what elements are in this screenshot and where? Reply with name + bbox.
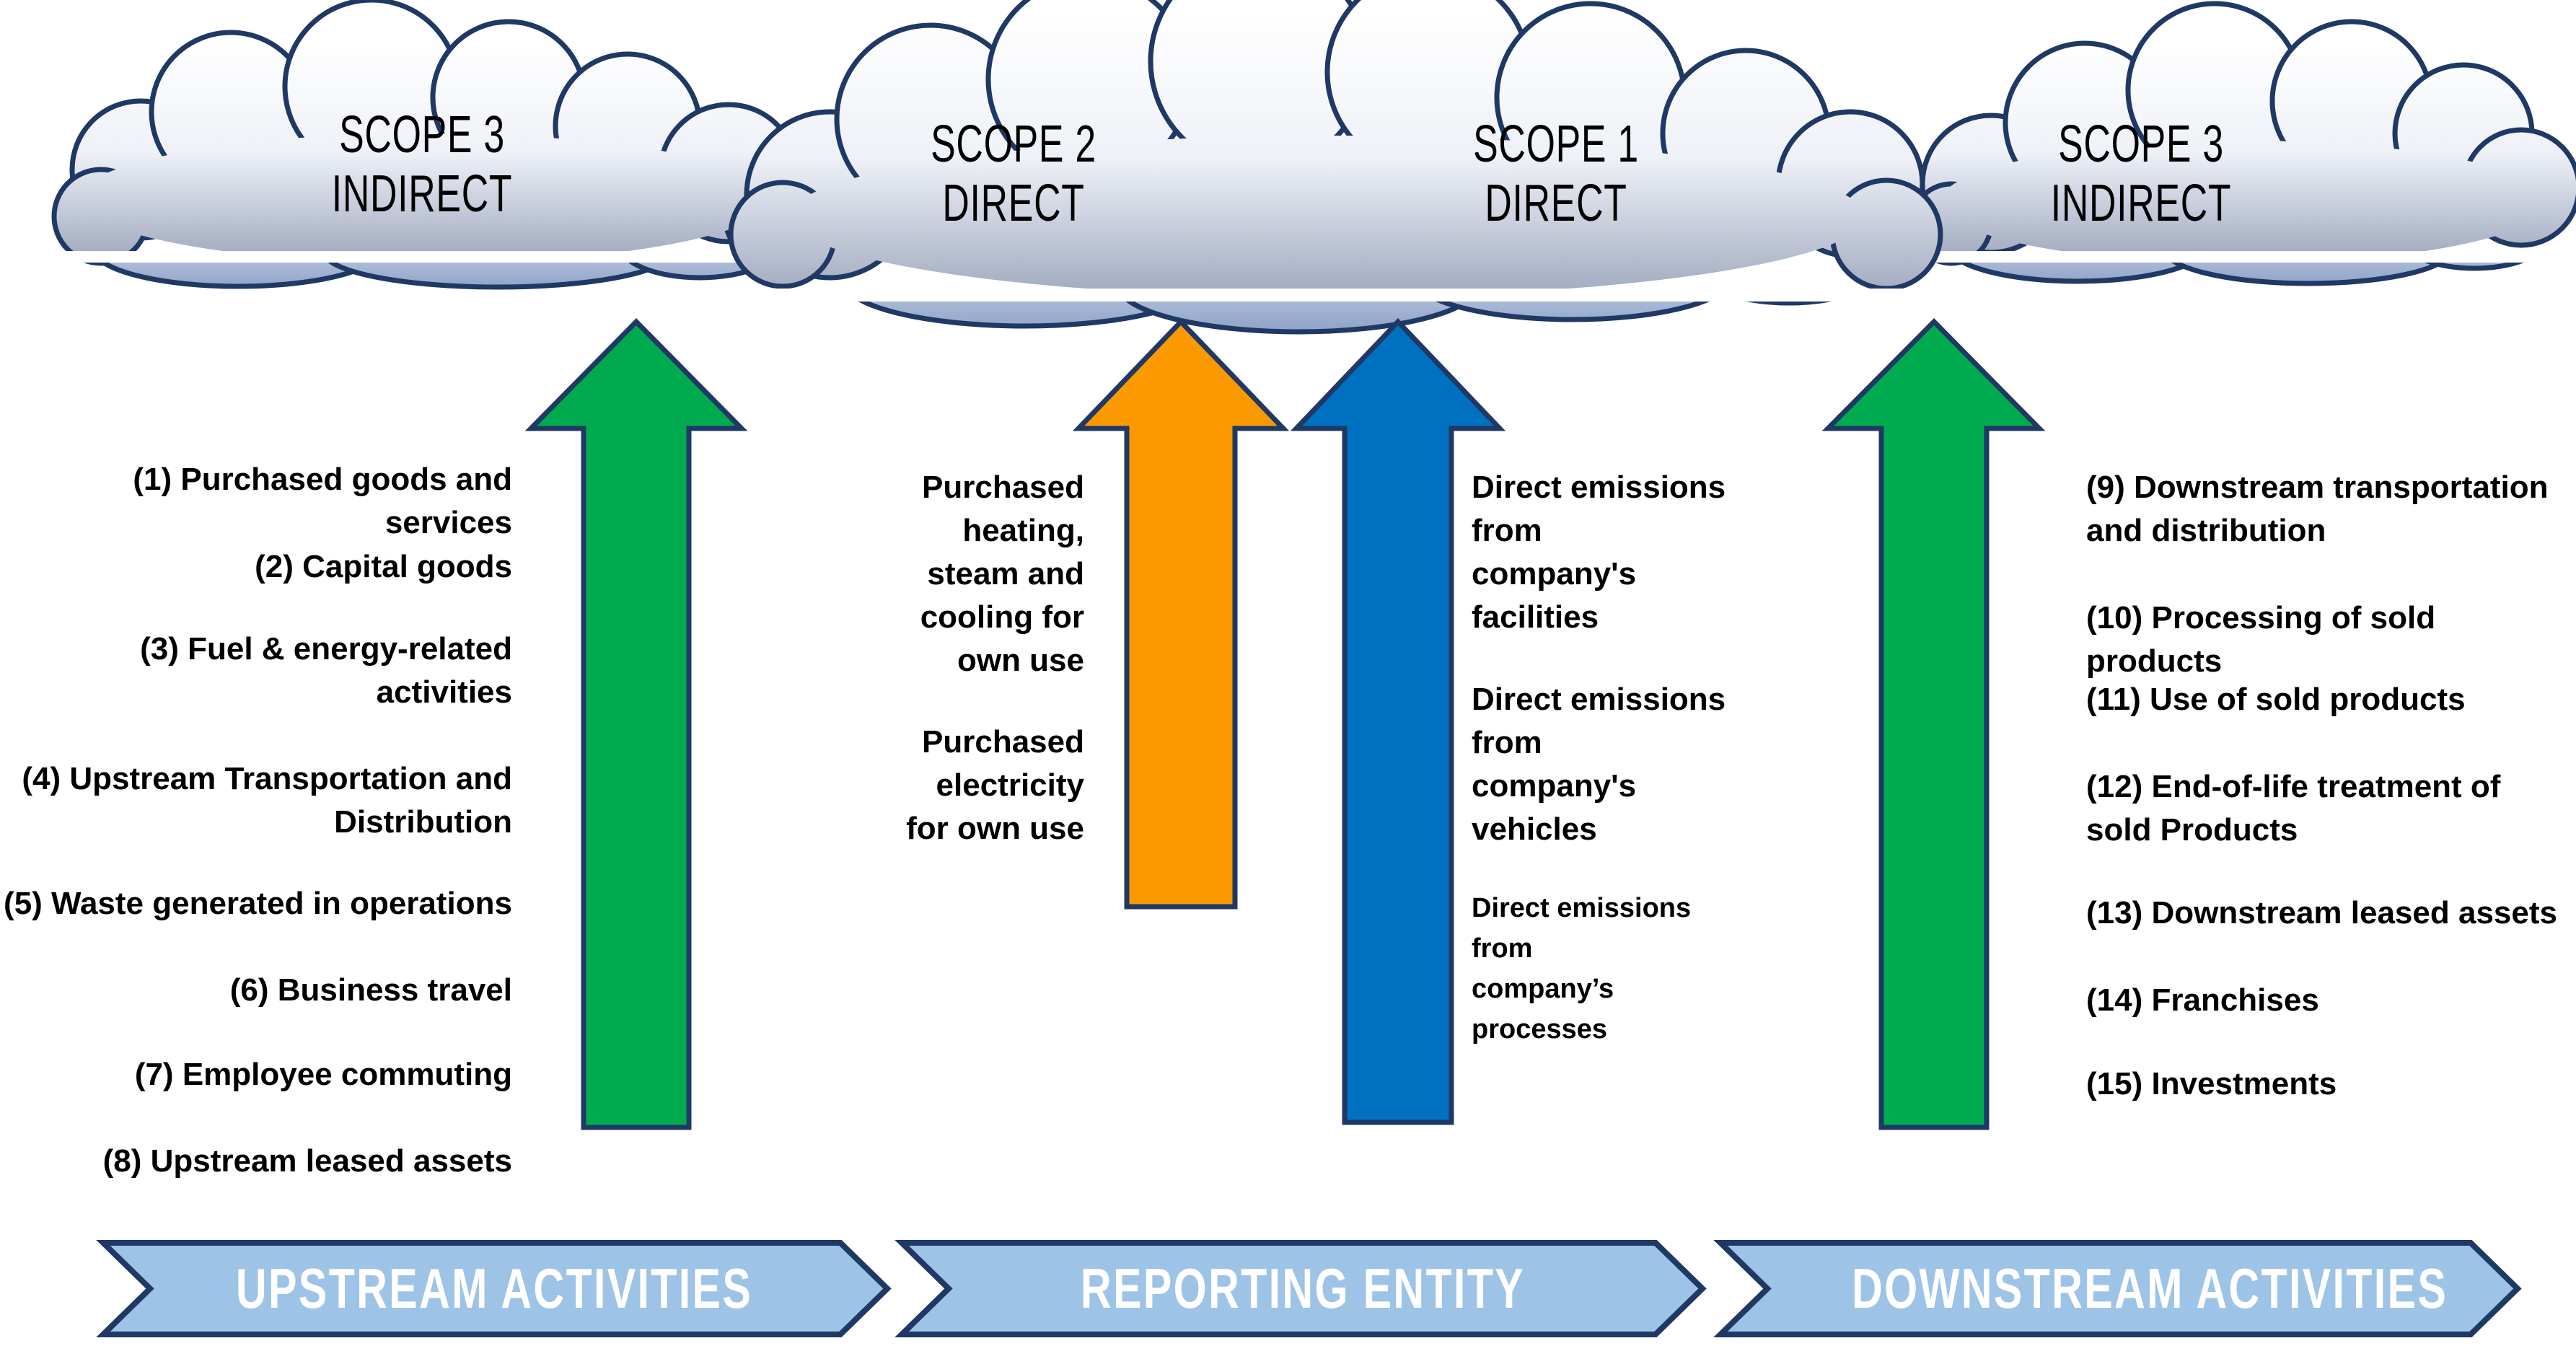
note-scope2-electricity: Purchased electricity for own use: [906, 724, 1084, 846]
list-item-downstream-13: (13) Downstream leased assets: [2086, 895, 2557, 930]
note-scope1-vehicles: Direct emissions from company's vehicles: [1472, 682, 1726, 847]
cloud-scope3-downstream: [1909, 1, 2576, 266]
list-item-upstream-8: (8) Upstream leased assets: [102, 1143, 512, 1179]
cloud-scope3-downstream-band: [1919, 251, 2561, 263]
banner-downstream-shape: [1713, 1240, 2522, 1337]
cloud-scope3-upstream-lip: [100, 263, 772, 290]
cloud-label-scope3-upstream: SCOPE 3 INDIRECT: [331, 106, 513, 223]
list-item-upstream-5: (5) Waste generated in operations: [4, 886, 512, 921]
cloud-scope3-downstream-lip: [1958, 263, 2525, 286]
note-scope2-heating: Purchased heating, steam and cooling for…: [920, 470, 1084, 678]
cloud-scope3-upstream-band: [50, 251, 822, 263]
list-item-downstream-14: (14) Franchises: [2086, 982, 2319, 1018]
cloud-label-scope1: SCOPE 1 DIRECT: [1473, 115, 1639, 232]
list-item-downstream-11: (11) Use of sold products: [2086, 682, 2466, 717]
note-scope1-processes: Direct emissions from company’s processe…: [1472, 893, 1692, 1044]
banner-reporting-shape: [894, 1240, 1707, 1337]
list-item-downstream-9: (9) Downstream transportation and distri…: [2086, 470, 2549, 548]
list-item-upstream-3: (3) Fuel & energy-related activities: [140, 631, 512, 710]
list-item-upstream-6: (6) Business travel: [229, 972, 512, 1008]
arrow-upstream-scope3: [524, 318, 748, 1130]
cloud-scope1-scope2: [728, 0, 1943, 297]
banner-upstream-label: UPSTREAM ACTIVITIES: [235, 1257, 753, 1320]
list-item-downstream-15: (15) Investments: [2086, 1066, 2337, 1101]
arrow-scope1: [1290, 317, 1506, 1125]
cloud-label-scope3-downstream: SCOPE 3 INDIRECT: [2050, 115, 2232, 232]
list-item-upstream-1: (1) Purchased goods and services: [133, 462, 512, 540]
banner-upstream-shape: [96, 1240, 892, 1337]
note-scope1-facilities: Direct emissions from company's faciliti…: [1472, 470, 1726, 635]
cloud-scope1-scope2-band: [729, 289, 1940, 302]
list-item-upstream-7: (7) Employee commuting: [134, 1057, 512, 1092]
banner-downstream-label: DOWNSTREAM ACTIVITIES: [1852, 1257, 2448, 1320]
cloud-scope1-scope2-lip: [858, 302, 1832, 335]
banner-reporting-label: REPORTING ENTITY: [1080, 1257, 1526, 1320]
list-item-downstream-12: (12) End-of-life treatment of sold Produ…: [2086, 769, 2501, 848]
list-item-upstream-4: (4) Upstream Transportation and Distribu…: [22, 761, 512, 840]
list-item-upstream-2: (2) Capital goods: [255, 549, 512, 584]
cloud-label-scope2: SCOPE 2 DIRECT: [931, 115, 1096, 232]
arrow-scope2: [1072, 317, 1290, 910]
cloud-scope3-upstream: [51, 0, 822, 266]
arrow-downstream-scope3: [1821, 318, 2046, 1130]
list-item-downstream-10: (10) Processing of sold products: [2086, 600, 2436, 679]
